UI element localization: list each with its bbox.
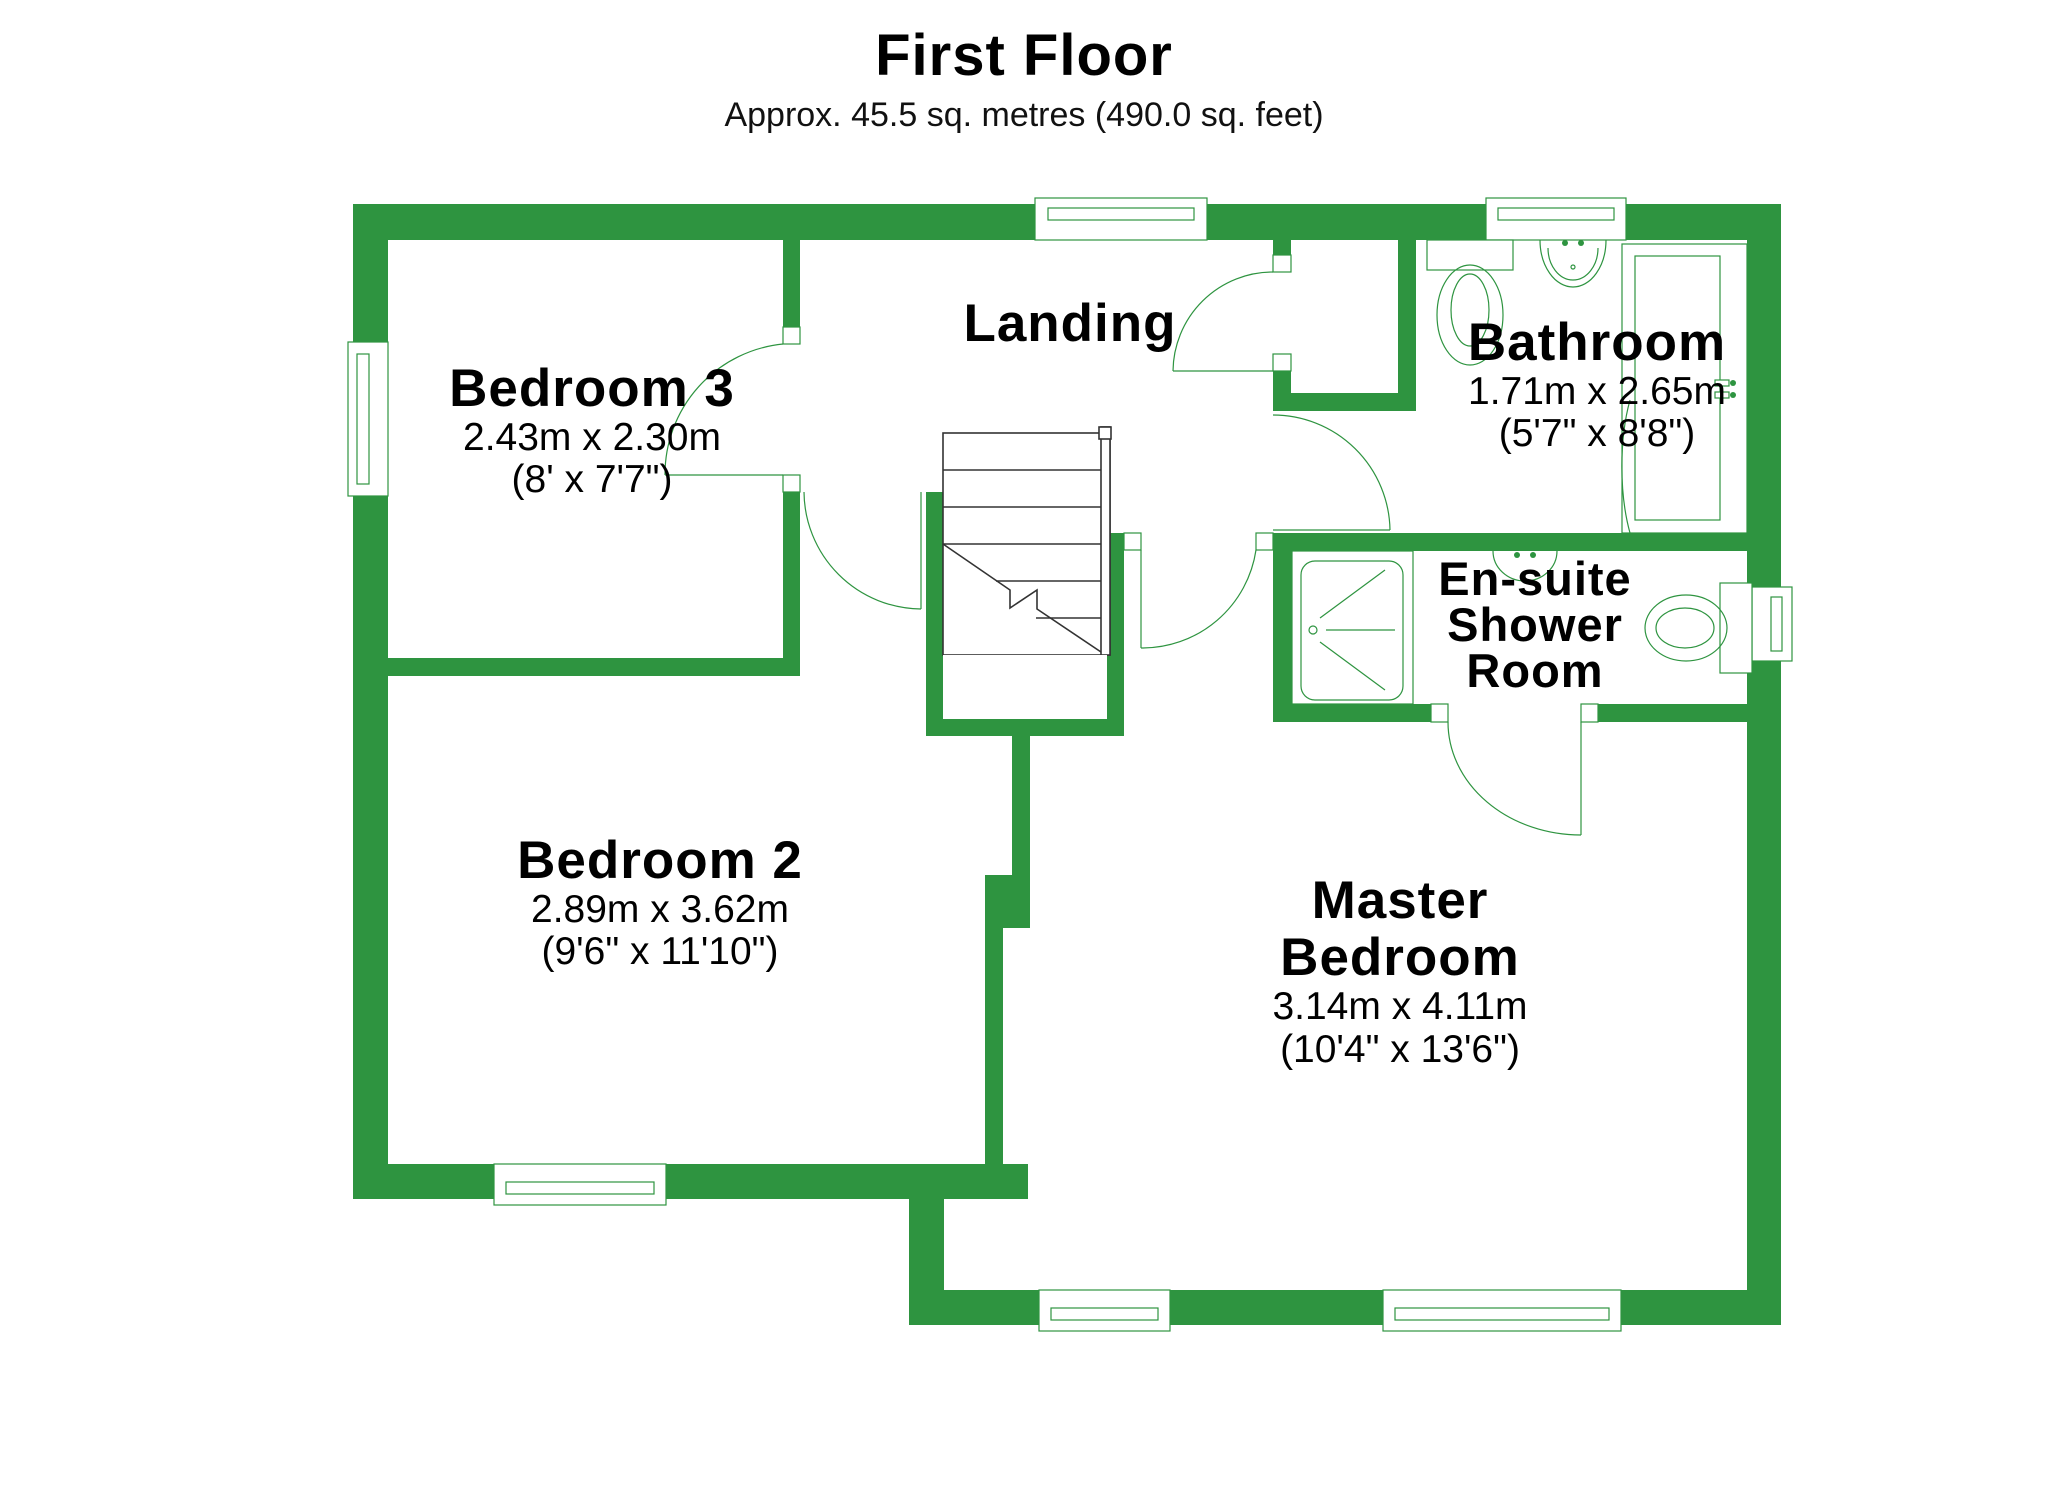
room-label-landing: Landing: [963, 295, 1176, 352]
bath-screen: [1621, 399, 1631, 534]
room-metric: 2.43m x 2.30m: [463, 416, 721, 460]
ensuite-cistern: [1719, 582, 1753, 674]
ensuite-wc: [1644, 594, 1728, 662]
room-imperial: (8' x 7'7"): [511, 458, 673, 502]
wall-bed3-right-bottom: [783, 492, 800, 676]
wall-right: [1747, 204, 1781, 1325]
room-name: Bathroom: [1467, 313, 1727, 372]
room-name: Landing: [963, 294, 1177, 353]
ensuite-basin: [1492, 550, 1558, 582]
room-name-line: Shower: [1447, 598, 1623, 652]
room-imperial: (10'4" x 13'6"): [1280, 1027, 1520, 1071]
wall-cupboard-left-top: [1273, 240, 1291, 255]
room-name: Bedroom 2: [517, 831, 803, 890]
basin: [1539, 239, 1607, 288]
windows: [347, 197, 1793, 1332]
wall-stair-left: [926, 492, 943, 736]
room-metric: 1.71m x 2.65m: [1468, 370, 1726, 414]
wall-ensuite-left: [1273, 533, 1292, 722]
room-imperial: (9'6" x 11'10"): [541, 930, 779, 974]
room-label-bathroom: Bathroom 1.71m x 2.65m (5'7" x 8'8"): [1468, 314, 1726, 455]
wall-bed3-bottom: [388, 658, 800, 676]
room-name-line: En-suite: [1438, 552, 1632, 605]
window-bedroom3-left: [347, 341, 389, 497]
room-name: Bedroom 3: [449, 359, 735, 418]
room-label-master-bedroom: Master Bedroom 3.14m x 4.11m (10'4" x 13…: [1272, 872, 1527, 1071]
wall-bed3-right-top: [783, 240, 800, 327]
room-name-line: Master: [1311, 871, 1489, 930]
wall-ensuite-bottom-left: [1273, 704, 1431, 722]
wall-ensuite-bottom-right: [1598, 704, 1747, 722]
door-bathroom: [1272, 414, 1391, 531]
bathroom-fixtures: [1426, 239, 1748, 534]
room-name-line: Bedroom: [1280, 928, 1520, 988]
window-bathroom-top: [1485, 197, 1627, 241]
door-bedroom3: [664, 326, 801, 493]
staircase: [942, 426, 1112, 719]
door-master: [1123, 532, 1274, 649]
ensuite-fixtures: [1291, 550, 1753, 705]
wall-bed2-right-lower: [985, 926, 1003, 1182]
floor-area: Approx. 45.5 sq. metres (490.0 sq. feet): [724, 96, 1324, 134]
wc-pan: [1436, 264, 1504, 366]
room-label-bedroom-3: Bedroom 3 2.43m x 2.30m (8' x 7'7"): [449, 360, 735, 501]
window-landing-top: [1034, 197, 1208, 241]
wall-stair-bottom: [926, 719, 1124, 736]
wall-bathroom-bottom: [1273, 533, 1747, 551]
floor-title: First Floor: [875, 23, 1173, 88]
bath: [1621, 243, 1748, 534]
door-ensuite: [1430, 703, 1599, 836]
room-label-bedroom-2: Bedroom 2 2.89m x 3.62m (9'6" x 11'10"): [517, 832, 803, 973]
wall-cupboard-bottom: [1273, 393, 1416, 411]
doors: [664, 254, 1599, 836]
door-bedroom2: [803, 491, 922, 610]
wall-stair-right: [1107, 533, 1124, 736]
wall-cupboard-right: [1398, 240, 1416, 411]
window-master-bottom-left: [1038, 1289, 1171, 1332]
wall-bed2-corner: [985, 1164, 1028, 1199]
room-label-ensuite: En-suite Shower Room: [1438, 552, 1632, 698]
room-imperial: (5'7" x 8'8"): [1498, 412, 1696, 456]
window-master-bottom-right: [1382, 1289, 1622, 1332]
window-ensuite-right: [1751, 586, 1793, 662]
room-name-line: Room: [1466, 644, 1604, 698]
room-metric: 3.14m x 4.11m: [1272, 985, 1528, 1029]
room-metric: 2.89m x 3.62m: [531, 888, 789, 932]
door-cupboard: [1172, 254, 1292, 372]
shower-tray: [1300, 560, 1404, 701]
wall-bed2-right-upper: [1012, 736, 1030, 876]
window-bedroom2-bottom: [493, 1163, 667, 1206]
wall-bed2-jog: [985, 875, 1030, 928]
